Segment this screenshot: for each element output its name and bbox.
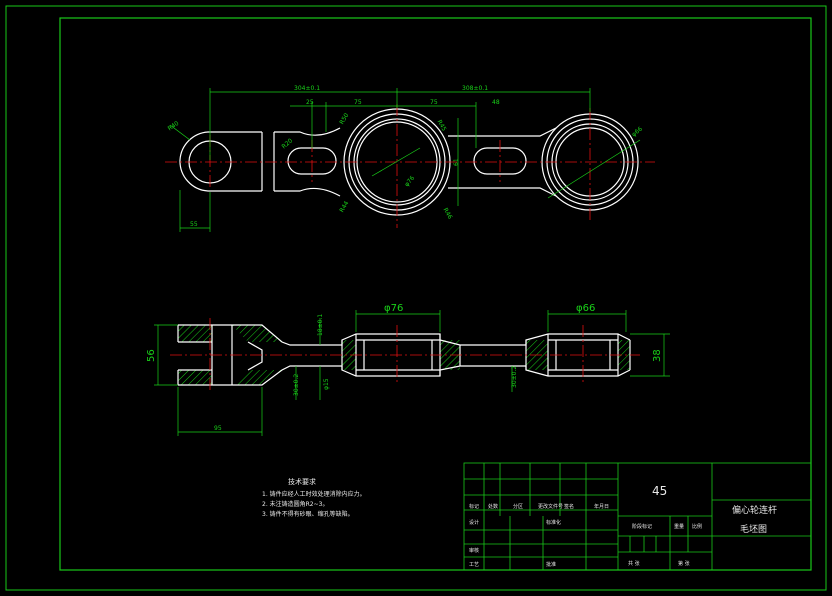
cell-weight: 重量 xyxy=(674,523,684,530)
dim-55: 55 xyxy=(190,221,198,228)
notes-title: 技术要求 xyxy=(288,477,316,486)
left-eye-outline xyxy=(179,131,262,192)
cell-scale: 比例 xyxy=(692,523,702,530)
dim-25: 25 xyxy=(306,99,314,106)
inner-frame xyxy=(59,17,812,571)
cell-sheet-total: 共 张 xyxy=(628,560,640,567)
dim-75a: 75 xyxy=(354,99,362,106)
section-view xyxy=(170,318,640,392)
cell-signature: 签名 xyxy=(564,503,574,510)
title-block-text: 45 偏心轮连杆 毛坯图 标记 处数 分区 更改文件号 签名 年月日 设计 标准… xyxy=(469,484,777,568)
cell-date: 年月日 xyxy=(594,503,609,510)
cell-approve: 批准 xyxy=(546,561,556,568)
dim-38: 38 xyxy=(652,349,663,362)
dim-95: 95 xyxy=(214,425,222,432)
top-centerlines xyxy=(165,104,655,228)
part-name: 偏心轮连杆 xyxy=(732,504,777,516)
cell-stage: 阶段标记 xyxy=(632,523,652,530)
dim-56: 56 xyxy=(146,349,157,362)
dim-30b: 30±0.2 xyxy=(511,366,518,388)
notes-line-1: 1. 铸件应经人工时效处理消除内应力。 xyxy=(262,490,366,498)
dim-48: 48 xyxy=(492,99,500,106)
dim-r46: R46 xyxy=(442,207,454,221)
dim-r50: R50 xyxy=(338,112,350,126)
cell-zone: 分区 xyxy=(513,503,523,510)
cell-process: 工艺 xyxy=(469,562,479,568)
dim-r45: R45 xyxy=(436,119,448,133)
drawing-name: 毛坯图 xyxy=(740,523,767,535)
dim-r20: R20 xyxy=(281,137,295,150)
title-block xyxy=(463,462,812,571)
dim-15: φ15 xyxy=(323,378,330,390)
cell-standard: 标准化 xyxy=(546,519,561,526)
outer-frame xyxy=(5,5,827,591)
top-dimensions xyxy=(169,88,641,232)
dim-18: 18±0.1 xyxy=(317,314,324,336)
dim-r40: R40 xyxy=(167,120,181,133)
notes-line-3: 3. 铸件不得有砂眼、缩孔等缺陷。 xyxy=(262,510,354,518)
dim-61: 61 xyxy=(453,158,460,166)
dim-75b: 75 xyxy=(430,99,438,106)
material-text: 45 xyxy=(652,484,667,498)
dim-phi76: φ76 xyxy=(384,303,403,314)
cell-design: 设计 xyxy=(469,519,479,526)
dim-phi66-small: φ66 xyxy=(631,125,645,138)
section-dim-text: φ76 φ66 56 38 95 18±0.1 30±0.2 φ15 30±0.… xyxy=(146,303,663,432)
notes-line-2: 2. 未注铸造圆角R2~3。 xyxy=(262,500,328,508)
dim-top-left-span: 304±0.1 xyxy=(294,85,320,92)
dim-top-right-span: 308±0.1 xyxy=(462,85,488,92)
dim-phi76-small: φ76 xyxy=(403,175,416,189)
dim-phi66: φ66 xyxy=(576,303,595,314)
dim-30a: 30±0.2 xyxy=(293,374,300,396)
cell-mark: 标记 xyxy=(469,503,479,510)
cell-count: 处数 xyxy=(488,503,498,510)
cell-doc-no: 更改文件号 xyxy=(538,503,563,510)
cell-sheet-no: 第 张 xyxy=(678,560,690,567)
top-dim-text: 304±0.1 308±0.1 25 75 75 48 55 61 R40 R2… xyxy=(167,85,644,228)
technical-notes: 技术要求 1. 铸件应经人工时效处理消除内应力。 2. 未注铸造圆角R2~3。 … xyxy=(262,477,366,518)
cell-review: 审核 xyxy=(469,547,479,554)
section-dimensions xyxy=(154,310,670,436)
dim-r44: R44 xyxy=(338,200,350,214)
